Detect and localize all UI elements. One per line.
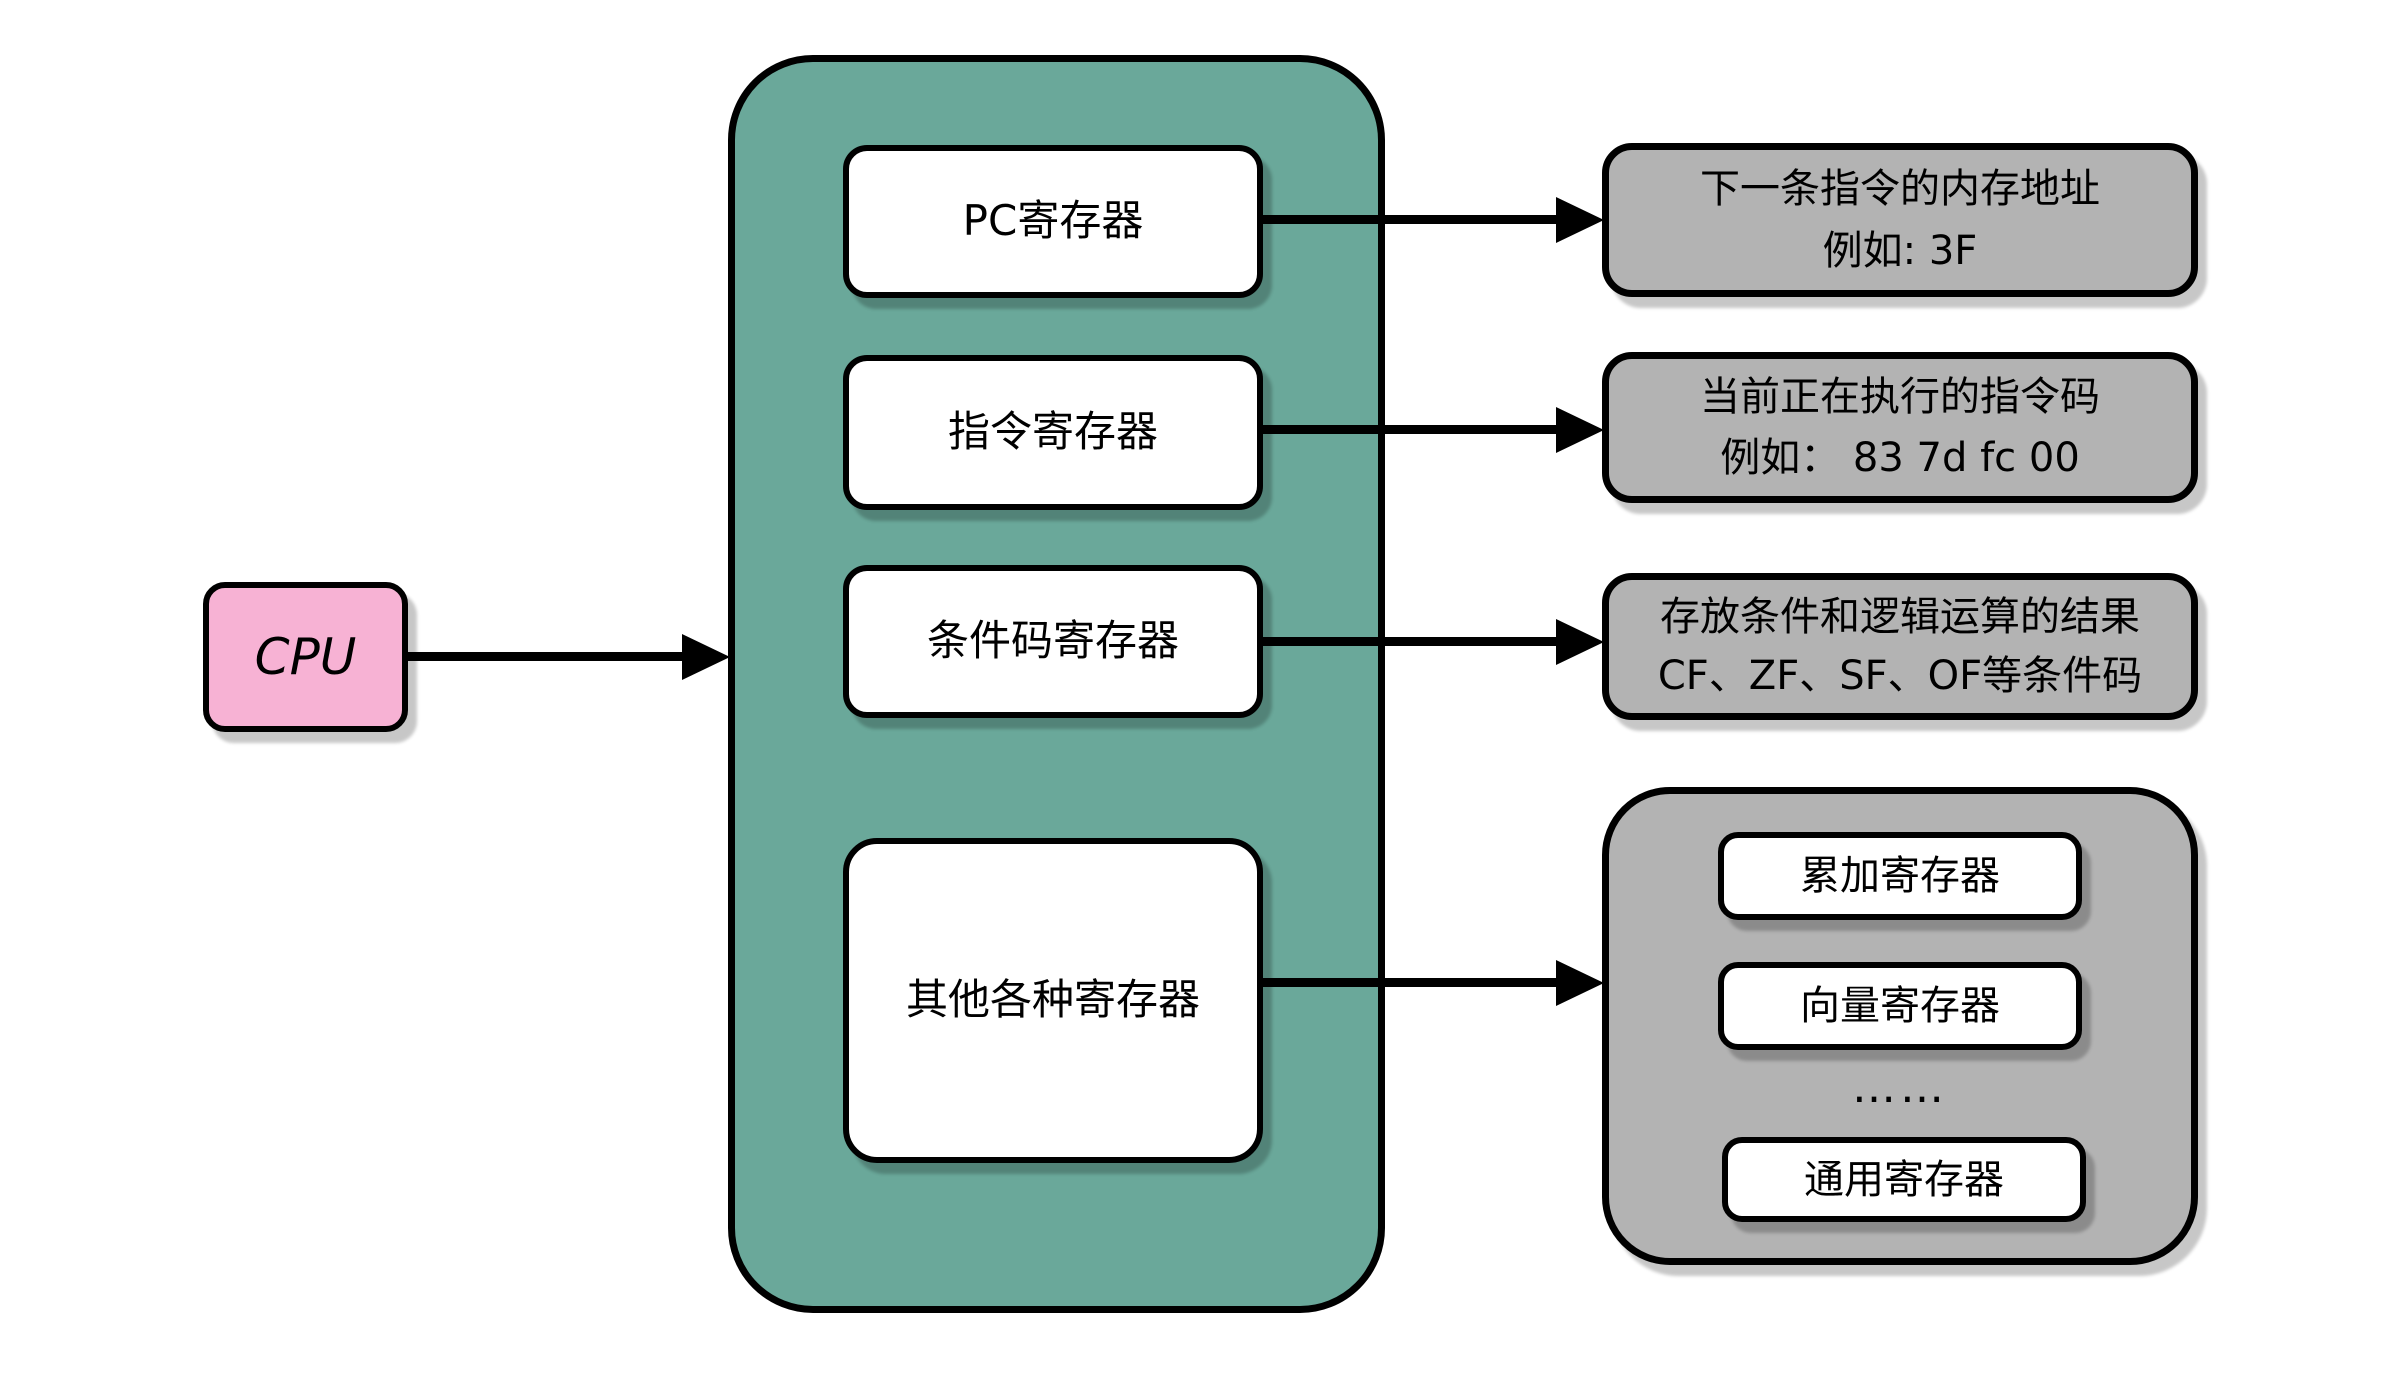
- description-line2: 例如： 83 7d fc 00: [1720, 434, 2080, 481]
- register-box-vector: 向量寄存器: [1718, 962, 2082, 1050]
- arrow-shaft: [1261, 425, 1564, 434]
- arrow-cpu-to-registers: [405, 634, 730, 680]
- register-box-pc: PC寄存器: [843, 145, 1263, 298]
- description-line1: 存放条件和逻辑运算的结果: [1660, 594, 2140, 640]
- arrow-head-icon: [1556, 619, 1604, 665]
- arrow-shaft: [1261, 978, 1564, 987]
- register-label-vector: 向量寄存器: [1800, 983, 2000, 1029]
- arrow-shaft: [1261, 215, 1564, 224]
- arrow-head-icon: [1556, 960, 1604, 1006]
- arrow-shaft: [1261, 637, 1564, 646]
- register-box-condition-code: 条件码寄存器: [843, 565, 1263, 718]
- register-label-instruction: 指令寄存器: [947, 407, 1158, 457]
- description-line1: 下一条指令的内存地址: [1700, 166, 2100, 213]
- ellipsis-text: ……: [1852, 1062, 1948, 1113]
- description-line1: 当前正在执行的指令码: [1700, 374, 2100, 421]
- description-line2: 例如: 3F: [1822, 227, 1978, 274]
- arrow-pc-to-description: [1261, 197, 1604, 243]
- arrow-head-icon: [1556, 197, 1604, 243]
- description-box-pc: 下一条指令的内存地址 例如: 3F: [1602, 143, 2198, 297]
- description-line2: CF、ZF、SF、OF等条件码: [1657, 653, 2143, 699]
- arrow-instruction-to-description: [1261, 407, 1604, 453]
- register-box-general: 通用寄存器: [1722, 1137, 2086, 1222]
- arrow-head-icon: [682, 634, 730, 680]
- description-box-instruction: 当前正在执行的指令码 例如： 83 7d fc 00: [1602, 352, 2198, 503]
- description-box-condition-code: 存放条件和逻辑运算的结果 CF、ZF、SF、OF等条件码: [1602, 573, 2198, 720]
- arrow-condition-to-description: [1261, 619, 1604, 665]
- arrow-head-icon: [1556, 407, 1604, 453]
- register-label-general: 通用寄存器: [1804, 1156, 2004, 1203]
- cpu-label: CPU: [254, 628, 357, 686]
- register-box-accumulator: 累加寄存器: [1718, 832, 2082, 920]
- arrow-other-to-container: [1261, 960, 1604, 1006]
- register-box-instruction: 指令寄存器: [843, 355, 1263, 510]
- register-label-accumulator: 累加寄存器: [1800, 853, 2000, 899]
- arrow-shaft: [405, 652, 690, 661]
- register-box-other: 其他各种寄存器: [843, 838, 1263, 1163]
- cpu-box: CPU: [203, 582, 408, 732]
- register-label-other: 其他各种寄存器: [905, 975, 1200, 1025]
- register-label-condition-code: 条件码寄存器: [926, 616, 1179, 666]
- register-label-pc: PC寄存器: [962, 196, 1144, 246]
